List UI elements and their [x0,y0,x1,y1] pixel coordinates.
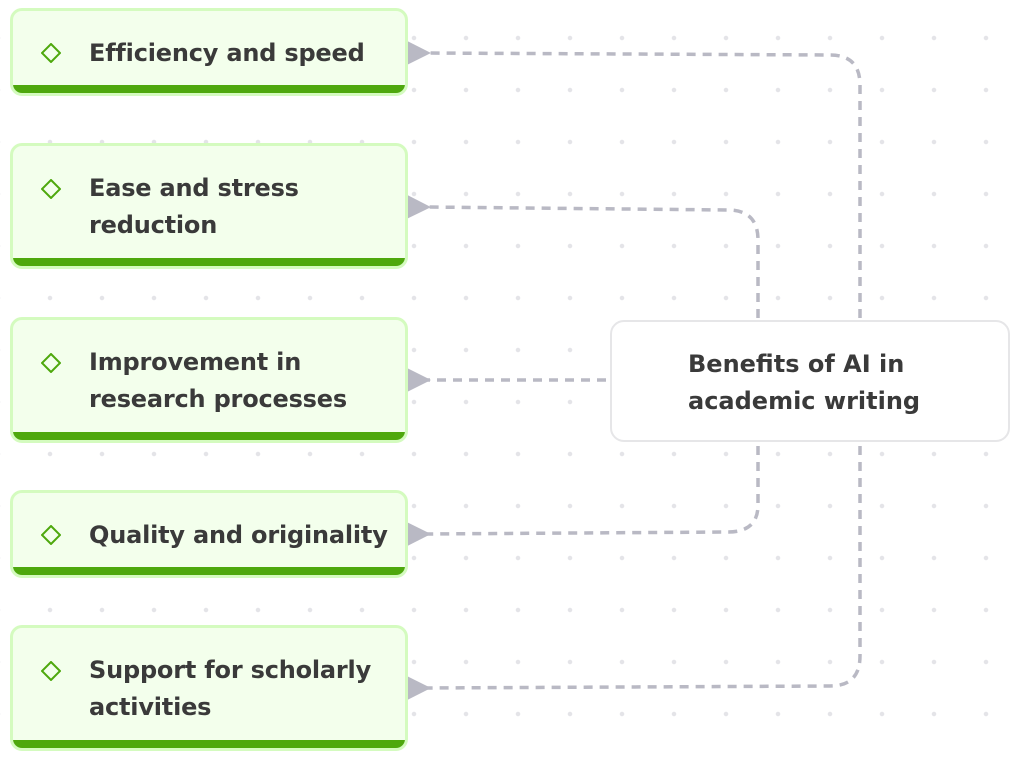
diamond-icon [41,661,61,681]
branch-label: Support for scholarly activities [89,656,372,721]
branch-node-ease[interactable]: Ease and stress reduction [10,143,408,269]
diamond-icon [41,43,61,63]
branch-node-improvement[interactable]: Improvement in research processes [10,317,408,443]
branch-label: Ease and stress reduction [89,174,299,239]
connector-efficiency [395,35,862,318]
branch-node-quality[interactable]: Quality and originality [10,490,408,578]
branch-label: Quality and originality [89,521,388,549]
diamond-icon [41,353,61,373]
diamond-icon [41,525,61,545]
connector-support [395,446,862,706]
connector-quality [395,446,760,552]
connector-ease [395,189,760,318]
branch-node-efficiency[interactable]: Efficiency and speed [10,8,408,96]
diamond-icon [41,179,61,199]
branch-node-support[interactable]: Support for scholarly activities [10,625,408,751]
branch-label: Improvement in research processes [89,348,347,413]
central-topic-label: Benefits of AI in academic writing [688,350,921,415]
central-topic-node[interactable]: Benefits of AI in academic writing [610,320,1010,442]
branch-label: Efficiency and speed [89,39,365,67]
